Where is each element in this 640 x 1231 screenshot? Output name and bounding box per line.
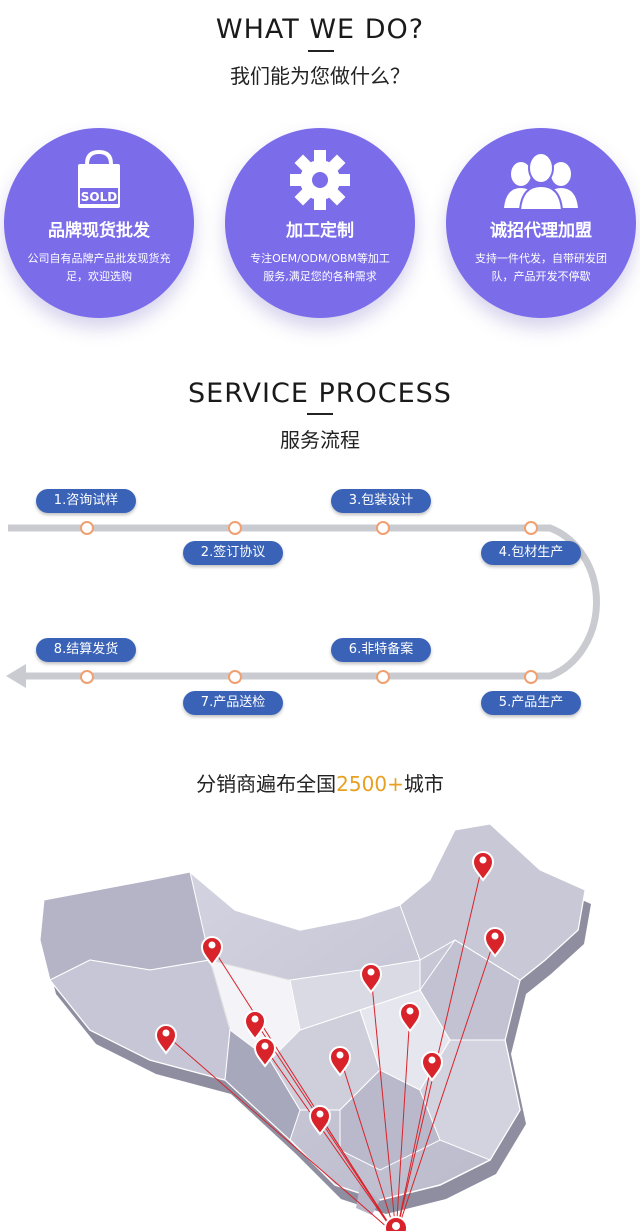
map-pin-icon	[420, 1051, 444, 1082]
step-4: 4.包材生产	[481, 541, 581, 565]
step-1: 1.咨询试样	[36, 489, 136, 513]
card-agent-recruitment: 诚招代理加盟 支持一件代发，自带研发团队，产品开发不停歇	[446, 128, 636, 318]
card-desc: 支持一件代发，自带研发团队，产品开发不停歇	[475, 252, 607, 283]
card-desc: 专注OEM/ODM/OBM等加工服务,满足您的各种需求	[250, 252, 390, 283]
map-pin-icon	[200, 936, 224, 967]
distribution-title-suffix: 城市	[403, 772, 444, 796]
card-title: 品牌现货批发	[48, 221, 150, 241]
distribution-number: 2500+	[336, 772, 404, 796]
step-dot	[376, 670, 390, 684]
step-5: 5.产品生产	[481, 691, 581, 715]
step-dot	[376, 521, 390, 535]
map-pin-icon	[471, 851, 495, 882]
step-dot	[524, 521, 538, 535]
users-icon	[446, 150, 636, 211]
distribution-title-prefix: 分销商遍布全国	[196, 772, 337, 796]
step-dot	[524, 670, 538, 684]
map-pin-icon	[483, 927, 507, 958]
what-we-do-subtitle: 我们能为您做什么？	[230, 64, 410, 88]
service-process-title: SERVICE PROCESS	[188, 378, 452, 409]
what-we-do-title: WHAT WE DO?	[215, 14, 425, 45]
card-title: 诚招代理加盟	[490, 221, 592, 241]
map-pin-icon	[398, 1002, 422, 1033]
gear-icon	[225, 150, 415, 210]
title-underline	[308, 50, 334, 52]
shopping-bag-icon: SOLD	[4, 149, 194, 210]
map-pin-icon	[308, 1105, 332, 1136]
card-brand-wholesale: SOLD 品牌现货批发 公司自有品牌产品批发现货充足，欢迎选购	[4, 128, 194, 318]
map-pin-icon	[359, 963, 383, 994]
step-dot	[228, 670, 242, 684]
step-7: 7.产品送检	[183, 691, 283, 715]
service-process-subtitle: 服务流程	[280, 428, 360, 452]
step-6: 6.非特备案	[331, 638, 431, 662]
step-2: 2.签订协议	[183, 541, 283, 565]
sold-label: SOLD	[81, 190, 117, 204]
map-pin-icon	[328, 1046, 352, 1077]
step-dot	[80, 521, 94, 535]
process-track	[6, 524, 600, 688]
step-3: 3.包装设计	[331, 489, 431, 513]
map-pin-icon	[253, 1037, 277, 1068]
china-map	[39, 823, 591, 1231]
card-custom-processing: 加工定制 专注OEM/ODM/OBM等加工服务,满足您的各种需求	[225, 128, 415, 318]
card-desc: 公司自有品牌产品批发现货充足，欢迎选购	[27, 252, 171, 283]
map-pin-icon	[154, 1024, 178, 1055]
arrow-left-icon	[6, 664, 26, 688]
title-underline	[307, 413, 333, 415]
card-title: 加工定制	[286, 221, 354, 241]
map-pin-icon	[243, 1010, 267, 1041]
distribution-title: 分销商遍布全国2500+城市	[0, 768, 640, 797]
step-8: 8.结算发货	[36, 638, 136, 662]
step-dot	[80, 670, 94, 684]
step-dot	[228, 521, 242, 535]
